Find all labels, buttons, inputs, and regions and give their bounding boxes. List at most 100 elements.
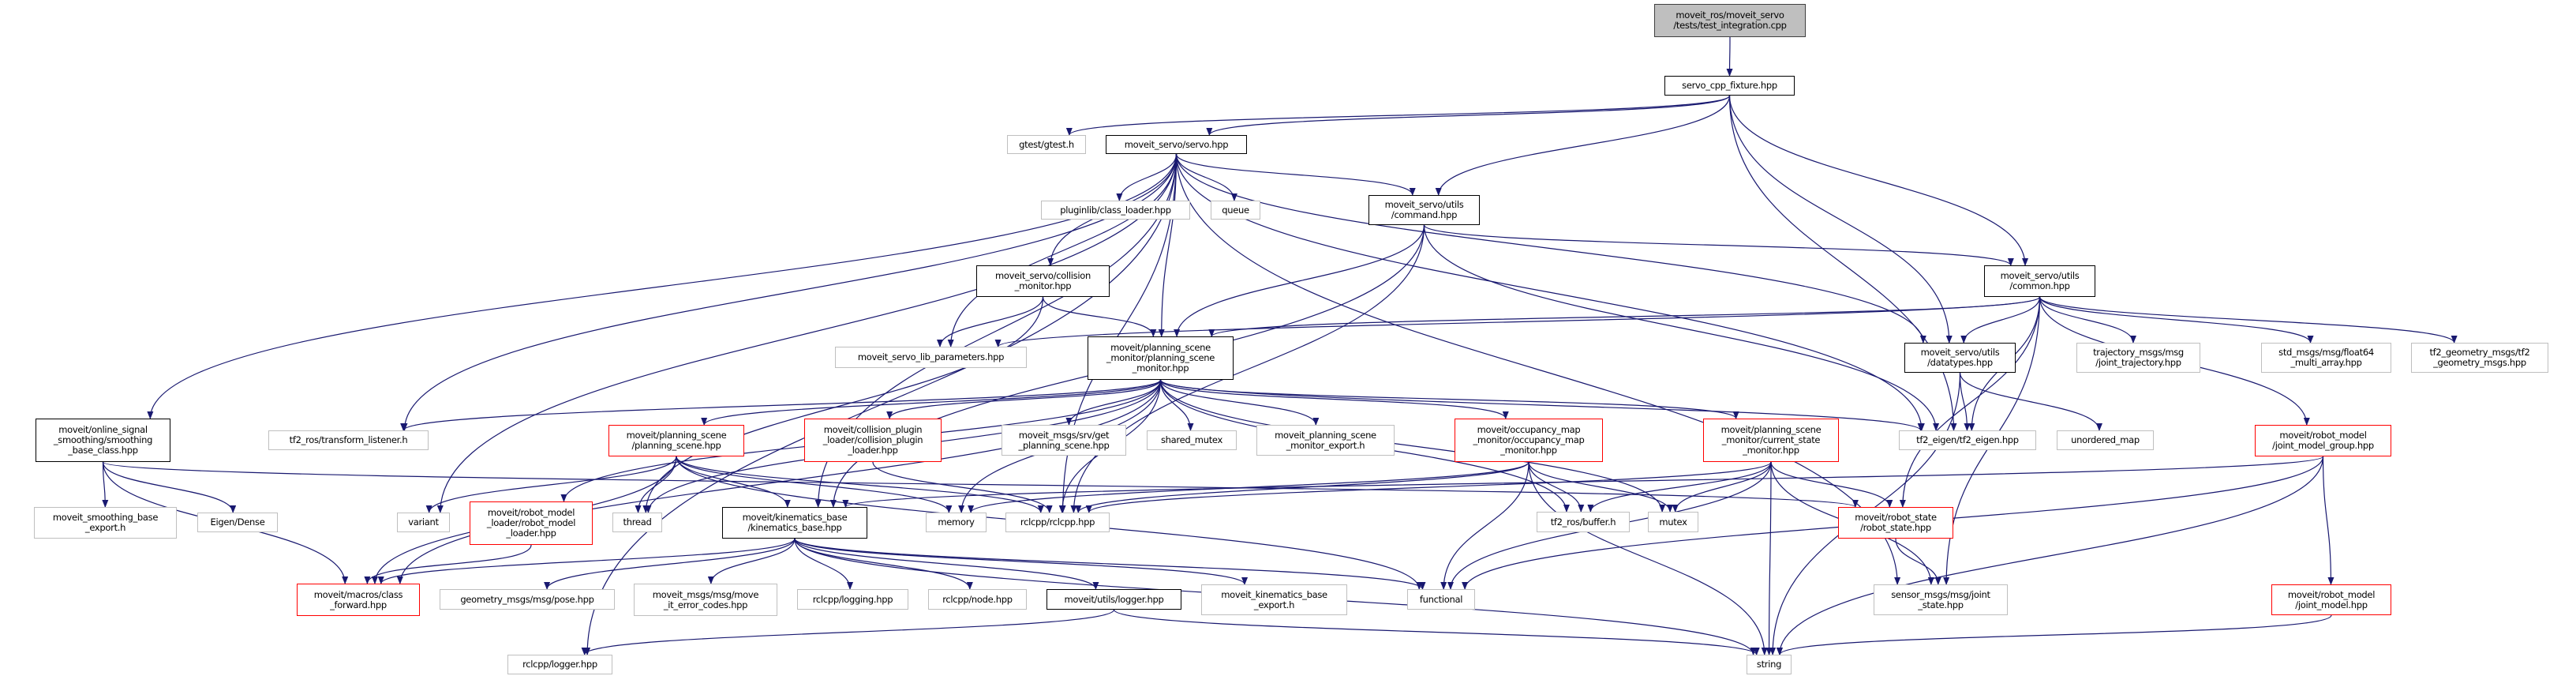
graph-node-gtest[interactable]: gtest/gtest.h [1007, 135, 1086, 154]
graph-node-fixture[interactable]: servo_cpp_fixture.hpp [1664, 76, 1795, 96]
graph-node-common[interactable]: moveit_servo/utils/common.hpp [1984, 265, 2095, 297]
graph-node-joint-model[interactable]: moveit/robot_model/joint_model.hpp [2271, 584, 2391, 615]
node-label-line: gtest/gtest.h [1019, 138, 1074, 150]
edge-smoothing-to-eigen_dense [102, 461, 237, 513]
graph-node-psm[interactable]: moveit/planning_scene_monitor/planning_s… [1088, 336, 1234, 380]
edge-smoothing-to-robot_state [102, 461, 1859, 508]
graph-node-float64[interactable]: std_msgs/msg/float64_multi_array.hpp [2261, 343, 2391, 373]
edge-collision_monitor-to-thread [642, 296, 1044, 513]
node-label-line: moveit/planning_scene [1720, 424, 1822, 435]
edge-fixture-to-gtest [1066, 95, 1731, 136]
graph-node-variant[interactable]: variant [397, 513, 450, 532]
edge-current_state-to-tf2_buffer [1587, 461, 1772, 513]
edge-occupancy-to-memory [968, 461, 1530, 513]
node-label-line: _monitor/planning_scene [1106, 352, 1215, 363]
node-label-line: moveit_servo/utils [1384, 199, 1464, 210]
edge-current_state-to-rclcpp [1086, 461, 1772, 513]
graph-node-mutex[interactable]: mutex [1648, 512, 1698, 532]
edge-servo-to-tf2_eigen [1175, 153, 1925, 431]
node-label-line: std_msgs/msg/float64 [2278, 347, 2374, 358]
node-label-line: moveit/planning_scene [1110, 342, 1211, 353]
graph-node-error-codes[interactable]: moveit_msgs/msg/move_it_error_codes.hpp [634, 584, 777, 616]
node-label-line: moveit_smoothing_base [52, 512, 159, 523]
graph-node-unordered-map[interactable]: unordered_map [2057, 430, 2154, 450]
node-label-line: moveit/robot_state [1855, 512, 1937, 523]
node-label-line: _state.hpp [1918, 599, 1964, 610]
graph-node-transform-listener[interactable]: tf2_ros/transform_listener.h [268, 430, 429, 450]
graph-node-shared-mutex[interactable]: shared_mutex [1147, 430, 1237, 450]
graph-node-robot-model-loader[interactable]: moveit/robot_model_loader/robot_model_lo… [470, 501, 593, 545]
graph-node-joint-model-group[interactable]: moveit/robot_model/joint_model_group.hpp [2255, 425, 2391, 456]
graph-node-queue[interactable]: queue [1211, 201, 1260, 220]
edge-planning_scene-to-memory [676, 456, 953, 513]
edge-servo-to-command [1175, 153, 1416, 196]
edge-psm-to-planning_scene [701, 379, 1162, 426]
node-label-line: _export.h [84, 522, 126, 533]
node-label-line: _export.h [1253, 599, 1295, 610]
node-label-line: servo_cpp_fixture.hpp [1682, 80, 1777, 91]
graph-node-robot-state[interactable]: moveit/robot_state/robot_state.hpp [1838, 507, 1953, 539]
graph-node-psm-export[interactable]: moveit_planning_scene_monitor_export.h [1256, 425, 1395, 456]
graph-node-string[interactable]: string [1747, 655, 1792, 674]
node-label-line: /robot_state.hpp [1860, 522, 1931, 533]
graph-node-lib-params[interactable]: moveit_servo_lib_parameters.hpp [835, 347, 1027, 368]
graph-node-joint-trajectory[interactable]: trajectory_msgs/msg/joint_trajectory.hpp [2076, 343, 2200, 373]
node-label-line: rclcpp/rclcpp.hpp [1020, 516, 1095, 528]
node-label-line: mutex [1659, 516, 1687, 528]
node-label-line: geometry_msgs/msg/pose.hpp [460, 593, 594, 605]
edge-command-to-psm [1174, 224, 1425, 337]
edge-psm-to-occupancy [1159, 379, 1509, 419]
graph-node-collision-monitor[interactable]: moveit_servo/collision_monitor.hpp [976, 265, 1110, 297]
graph-node-utils-logger[interactable]: moveit/utils/logger.hpp [1046, 589, 1181, 610]
node-label-line: _smoothing/smoothing [53, 434, 153, 445]
edge-servo-to-variant [436, 153, 1178, 513]
graph-node-logging[interactable]: rclcpp/logging.hpp [797, 589, 908, 610]
edge-utils_logger-to-string [1113, 609, 1760, 655]
graph-node-smoothing[interactable]: moveit/online_signal_smoothing/smoothing… [36, 419, 170, 462]
node-label-line: moveit_servo/utils [1920, 347, 2000, 358]
graph-node-class-forward[interactable]: moveit/macros/class_forward.hpp [297, 584, 420, 616]
graph-node-functional[interactable]: functional [1407, 589, 1475, 610]
node-label-line: tf2_ros/transform_listener.h [289, 434, 408, 445]
node-label-line: _monitor.hpp [1014, 280, 1072, 291]
graph-node-collision-plugin[interactable]: moveit/collision_plugin_loader/collision… [804, 419, 942, 462]
graph-node-tf2-eigen[interactable]: tf2_eigen/tf2_eigen.hpp [1899, 430, 2036, 450]
node-label-line: moveit/online_signal [58, 424, 148, 435]
edge-psm-to-tf2_eigen [1159, 379, 1924, 431]
graph-node-joint-state[interactable]: sensor_msgs/msg/joint_state.hpp [1874, 584, 2008, 615]
node-label-line: _loader/robot_model [486, 517, 576, 528]
node-label-line: moveit_servo/utils [2000, 270, 2080, 281]
graph-node-servo[interactable]: moveit_servo/servo.hpp [1106, 135, 1247, 154]
graph-node-tf2-geometry[interactable]: tf2_geometry_msgs/tf2_geometry_msgs.hpp [2411, 343, 2548, 373]
node-label-line: moveit/robot_model [2287, 588, 2376, 600]
graph-node-planning-scene[interactable]: moveit/planning_scene/planning_scene.hpp [608, 425, 744, 456]
graph-node-kinematics-base[interactable]: moveit/kinematics_base/kinematics_base.h… [722, 507, 867, 539]
node-label-line: memory [938, 516, 975, 528]
graph-node-tf2-buffer[interactable]: tf2_ros/buffer.h [1537, 512, 1630, 532]
graph-node-pose[interactable]: geometry_msgs/msg/pose.hpp [440, 589, 615, 610]
graph-node-datatypes[interactable]: moveit_servo/utils/datatypes.hpp [1904, 343, 2016, 373]
graph-node-get-planning-scene[interactable]: moveit_msgs/srv/get_planning_scene.hpp [1002, 425, 1126, 456]
node-label-line: /joint_model_group.hpp [2272, 440, 2374, 451]
edge-fixture-to-command [1435, 95, 1731, 196]
edge-kinematics_base-to-class_forward [377, 538, 796, 584]
graph-node-pluginlib[interactable]: pluginlib/class_loader.hpp [1041, 201, 1190, 220]
edge-common-to-float64 [2039, 296, 2314, 344]
graph-node-node[interactable]: rclcpp/node.hpp [928, 589, 1027, 610]
edge-servo-to-queue [1175, 153, 1237, 201]
graph-node-thread[interactable]: thread [612, 513, 662, 532]
edge-joint_model_group-to-kinematics_base [842, 456, 2324, 508]
edge-joint_model-to-string [1777, 614, 2332, 655]
edge-current_state-to-mutex [1672, 461, 1772, 513]
node-label-line: _monitor/current_state [1721, 434, 1821, 445]
graph-node-command[interactable]: moveit_servo/utils/command.hpp [1368, 195, 1480, 225]
graph-node-memory[interactable]: memory [926, 513, 987, 532]
graph-node-current-state[interactable]: moveit/planning_scene_monitor/current_st… [1703, 419, 1839, 462]
graph-node-rclcpp[interactable]: rclcpp/rclcpp.hpp [1005, 513, 1110, 532]
graph-node-kb-export[interactable]: moveit_kinematics_base_export.h [1201, 584, 1347, 615]
graph-node-rclcpp-logger[interactable]: rclcpp/logger.hpp [507, 655, 612, 674]
edge-psm-to-current_state [1159, 379, 1739, 419]
graph-node-eigen-dense[interactable]: Eigen/Dense [197, 513, 278, 532]
graph-node-smoothing-export[interactable]: moveit_smoothing_base_export.h [34, 507, 177, 539]
graph-node-occupancy[interactable]: moveit/occupancy_map_monitor/occupancy_m… [1455, 419, 1603, 462]
